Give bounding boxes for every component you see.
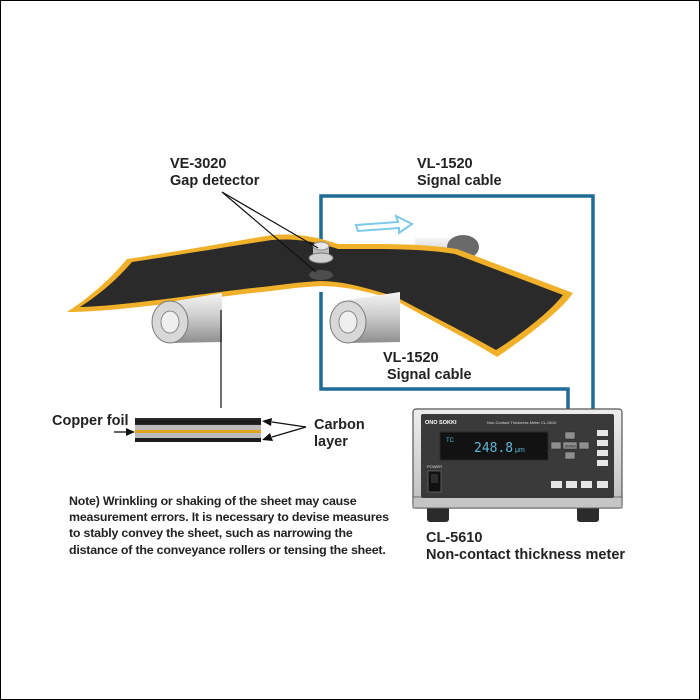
sheet-direction-arrow — [354, 214, 414, 235]
thickness-meter: ONO SOKKI Non-Contact Thickness Meter CL… — [412, 408, 623, 522]
signal-cable — [319, 194, 595, 410]
meter-key-left — [550, 441, 562, 450]
meter-title: Non-Contact Thickness Meter CL-5610 — [487, 420, 557, 425]
copper-foil-label: Copper foil — [52, 413, 129, 429]
meter-key-bottom-4 — [597, 481, 608, 488]
moving-sheet — [67, 234, 573, 357]
meter-key-right — [578, 441, 590, 450]
thickness-meter-name: Non-contact thickness meter — [426, 547, 626, 563]
signal-cable-mid-label: VL-1520 Signal cable — [383, 350, 472, 384]
carbon-layer-line1: Carbon — [314, 417, 365, 433]
meter-display — [439, 431, 549, 461]
gap-detector-name: Gap detector — [170, 173, 260, 189]
meter-key-side-1 — [597, 430, 608, 436]
signal-cable-top — [319, 194, 595, 410]
meter-brand: ONO SOKKI — [425, 420, 457, 426]
front-roller-right — [329, 292, 400, 344]
meter-key-side-2 — [597, 440, 608, 446]
meter-power-label: POWER — [427, 464, 442, 469]
signal-cable-mid-model: VL-1520 — [383, 350, 439, 366]
meter-key-side-4 — [597, 460, 608, 466]
layer-cross-section — [135, 418, 261, 442]
carbon-layer-line2: layer — [314, 434, 348, 450]
gap-detector-model: VE-3020 — [170, 156, 227, 172]
note-line-2: measurement errors. It is necessary to d… — [69, 510, 389, 525]
carbon-layer-arrows — [262, 418, 307, 441]
meter-display-unit: μm — [515, 447, 525, 454]
gap-detector-label: VE-3020 Gap detector — [170, 156, 259, 190]
thickness-meter-model: CL-5610 — [426, 530, 483, 546]
carbon-layer-label: Carbon layer — [314, 417, 365, 451]
signal-cable-top-model: VL-1520 — [417, 156, 473, 172]
measurement-note: Note) Wrinkling or shaking of the sheet … — [69, 493, 409, 558]
meter-key-bottom-3 — [581, 481, 592, 488]
front-roller-left — [151, 293, 222, 344]
meter-key-bottom-1 — [551, 481, 562, 488]
meter-key-bottom-2 — [566, 481, 577, 488]
note-line-3: to stably convey the sheet, such as narr… — [69, 526, 353, 541]
meter-key-enter-label: ENTER — [565, 445, 577, 449]
meter-display-value: 248.8 — [474, 441, 513, 456]
meter-key-down — [564, 451, 576, 460]
note-line-4: distance of the conveyance rollers or te… — [69, 542, 386, 557]
meter-key-side-3 — [597, 450, 608, 456]
gap-detector-leaders — [221, 191, 319, 273]
signal-cable-mid-name: Signal cable — [387, 367, 472, 383]
copper-foil-arrow — [114, 428, 135, 436]
meter-key-up — [564, 431, 576, 440]
signal-cable-mid — [319, 292, 570, 410]
signal-cable-top-label: VL-1520 Signal cable — [417, 156, 502, 190]
signal-cable-top-name: Signal cable — [417, 173, 502, 189]
meter-display-tag: TC — [446, 438, 455, 444]
note-line-1: Note) Wrinkling or shaking of the sheet … — [69, 494, 357, 508]
thickness-meter-label: CL-5610 Non-contact thickness meter — [426, 530, 625, 564]
meter-key-enter — [562, 441, 578, 450]
